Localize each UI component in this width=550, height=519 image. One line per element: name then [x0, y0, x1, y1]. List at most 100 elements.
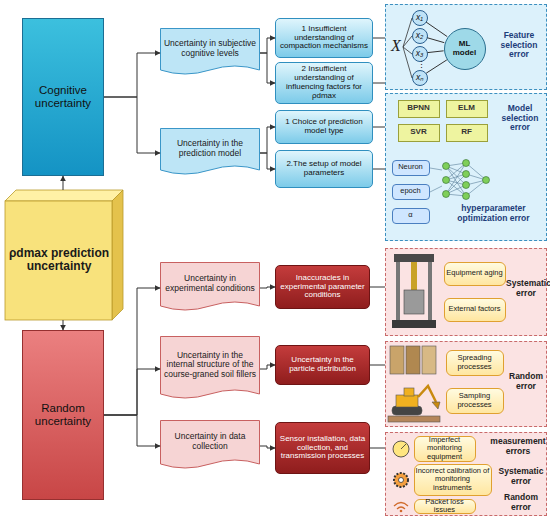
- connector: [373, 38, 385, 39]
- error-panel: Model selection errorhyperparameter opti…: [385, 93, 547, 241]
- connector: [373, 127, 385, 128]
- factor-box: Incorrect calibration of monitoring inst…: [414, 464, 492, 496]
- node-text: epoch: [400, 187, 420, 195]
- connector: [63, 176, 64, 190]
- network-link: [466, 174, 486, 180]
- neuron-dot: [443, 177, 450, 184]
- node-text: Incorrect calibration of monitoring inst…: [416, 467, 490, 492]
- node-text: Uncertainty in the particle distribution: [278, 356, 367, 374]
- node-text: Uncertainty in subjective cognitive leve…: [162, 39, 258, 58]
- excavator-arm: [418, 386, 436, 402]
- machine-base: [392, 320, 436, 328]
- node-text: Inaccuracies in experimental parameter c…: [278, 274, 367, 301]
- neuron-dot: [463, 193, 470, 200]
- detail-box: 1 Insufficient understanding of compacti…: [275, 18, 373, 58]
- excavator-bucket: [432, 402, 440, 409]
- error-label: Systematic error: [506, 279, 546, 298]
- error-label: Systematic error: [496, 467, 546, 486]
- neuron-dot: [463, 171, 470, 178]
- neuron-dot: [463, 160, 470, 167]
- signal-icon: [394, 503, 408, 507]
- node-text: SVR: [410, 128, 426, 137]
- node-text: Uncertainty in the prediction model: [162, 139, 258, 158]
- node-text: 2.The setup of model parameters: [278, 160, 370, 178]
- network-link: [446, 163, 466, 166]
- detail-box: Inaccuracies in experimental parameter c…: [275, 265, 370, 309]
- error-label: Feature selection error: [492, 31, 546, 60]
- param-box: α: [392, 208, 430, 224]
- node-text: 2 Insufficient understanding of influenc…: [278, 65, 370, 101]
- connector: [260, 446, 275, 448]
- gauge-needle: [401, 444, 406, 449]
- node-text: Spreading processes: [448, 354, 502, 371]
- error-label: Model selection error: [494, 104, 546, 133]
- factor-box: Imperfect monitoring equipment: [414, 436, 476, 462]
- connector: [104, 369, 160, 415]
- connector: [260, 38, 275, 53]
- particle-photo: [390, 346, 404, 374]
- node-text: ML model: [447, 40, 483, 58]
- node-text: Uncertainty in data collection: [162, 432, 258, 451]
- document-shape: [161, 337, 260, 399]
- error-label: Random error: [496, 493, 546, 512]
- network-link: [466, 163, 486, 180]
- signal-icon: [397, 507, 405, 509]
- error-label: Random error: [506, 372, 546, 391]
- connector: [260, 287, 275, 288]
- root-box: ρdmax prediction uncertainty: [5, 190, 123, 320]
- cause-box: Uncertainty in subjective cognitive leve…: [160, 28, 260, 78]
- factor-box: External factors: [444, 298, 506, 322]
- node-text: Imperfect monitoring equipment: [416, 436, 474, 461]
- node-text: Uncertainty in the internal structure of…: [162, 351, 258, 380]
- detail-box: 1 Choice of prediction model type: [275, 110, 373, 144]
- annotation-label: X: [391, 38, 401, 54]
- error-panel: Random errorSpreading processesSampling …: [385, 341, 547, 427]
- network-link: [446, 166, 466, 196]
- node-text: Sensor installation, data collection, an…: [278, 435, 367, 462]
- detail-box: Uncertainty in the particle distribution: [275, 345, 370, 385]
- category-box: Random uncertainty: [22, 330, 104, 500]
- connector: [426, 60, 447, 73]
- param-box: Neuron: [392, 160, 430, 176]
- machine-piston: [411, 262, 417, 290]
- cause-box: Uncertainty in the prediction model: [160, 128, 260, 178]
- connector: [104, 97, 160, 153]
- network-link: [466, 180, 486, 196]
- connector: [426, 22, 447, 37]
- cube-front: [5, 201, 112, 320]
- node-text: x₃: [416, 49, 424, 59]
- param-box: epoch: [392, 184, 430, 200]
- model-box: SVR: [398, 124, 440, 142]
- feature-node: x₃: [412, 46, 428, 62]
- error-panel: measurement errorsSystematic errorRandom…: [385, 432, 547, 516]
- network-link: [446, 174, 466, 180]
- connector: [104, 53, 160, 97]
- detail-box: Sensor installation, data collection, an…: [275, 422, 370, 474]
- machine-column: [396, 262, 400, 320]
- model-box: RF: [446, 124, 488, 142]
- network-link: [446, 194, 466, 196]
- pointer-line: [430, 168, 442, 170]
- document-shape: [161, 263, 260, 311]
- node-text: Sampling processes: [448, 392, 502, 409]
- neuron-dot: [483, 177, 490, 184]
- network-link: [446, 174, 466, 194]
- particle-photo: [422, 346, 436, 374]
- network-link: [446, 185, 466, 194]
- node-text: α: [408, 211, 412, 219]
- detail-box: 2.The setup of model parameters: [275, 150, 373, 188]
- node-text: RF: [461, 128, 472, 137]
- cube-side: [112, 190, 123, 320]
- machine-column: [428, 262, 432, 320]
- input-wire: [403, 47, 412, 78]
- connector: [427, 51, 443, 53]
- connector: [260, 365, 275, 369]
- node-text: ρdmax prediction uncertainty: [7, 247, 111, 274]
- connector: [373, 169, 385, 170]
- cause-box: Uncertainty in the internal structure of…: [160, 336, 260, 402]
- feature-node: xₙ: [412, 70, 428, 86]
- model-node: ML model: [444, 28, 486, 70]
